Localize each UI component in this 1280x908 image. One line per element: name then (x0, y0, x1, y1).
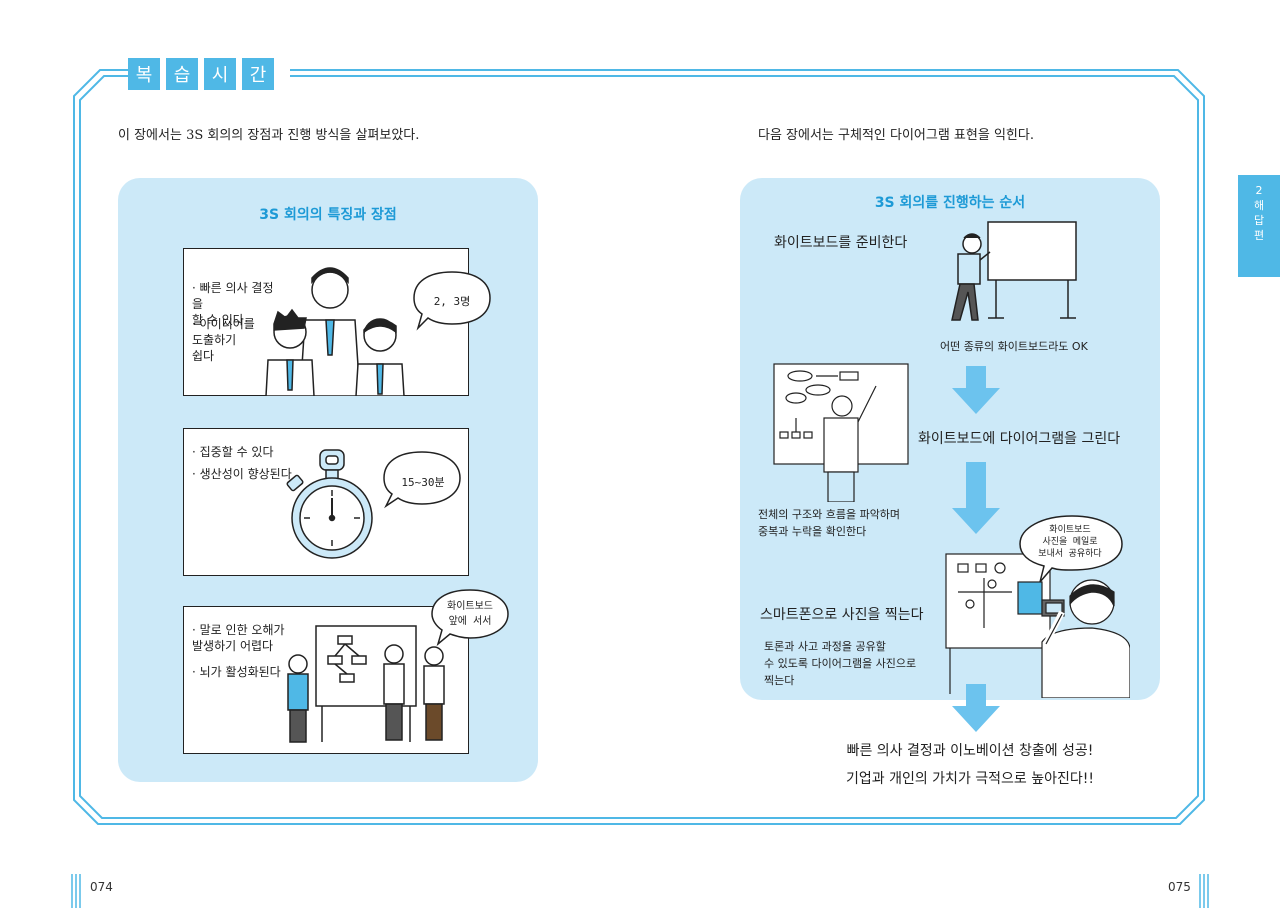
person-drawing-diagram-illustration (773, 363, 909, 502)
bullet-text: · 말로 인한 오해가 발생하기 어렵다 (192, 623, 285, 653)
banner-char: 시 (204, 58, 236, 90)
right-intro: 다음 장에서는 구체적인 다이어그램 표현을 익힌다. (758, 128, 1034, 143)
chapter-side-tab: 2 해 답 편 (1238, 175, 1280, 277)
bullet-item: · 빠른 의사 결정을 할 수 있다 (192, 264, 284, 328)
process-panel-title: 3S 회의를 진행하는 순서 (874, 195, 1026, 211)
step1-title: 화이트보드를 준비한다 (774, 235, 908, 251)
step1-note: 어떤 종류의 화이트보드라도 OK (940, 340, 1088, 353)
side-tab-char: 해 (1253, 199, 1265, 212)
down-arrow-icon (952, 366, 1000, 414)
bullet-text: · 뇌가 활성화된다 (192, 665, 281, 679)
right-page-number: 075 (1168, 880, 1191, 894)
step3-title: 스마트폰으로 사진을 찍는다 (760, 607, 924, 623)
side-tab-char: 답 (1253, 214, 1265, 227)
three-people-illustration (265, 267, 405, 396)
bubble-text-share: 화이트보드 사진을 메일로 보내서 공유하다 (1038, 525, 1102, 559)
banner-char: 복 (128, 58, 160, 90)
banner-char: 습 (166, 58, 198, 90)
speech-bubble (383, 451, 461, 509)
step2-note: 전체의 구조와 흐름을 파악하며 중복과 누락을 확인한다 (758, 508, 901, 538)
down-arrow-icon (952, 684, 1000, 732)
bubble-text-duration: 15~30분 (401, 476, 445, 489)
speech-bubble (413, 271, 491, 331)
bullet-text: · 빠른 의사 결정을 할 수 있다 (192, 281, 274, 327)
step3-note: 토론과 사고 과정을 공유할 수 있도록 다이어그램을 사진으로 찍는다 (764, 640, 917, 687)
speech-bubble (1019, 515, 1123, 583)
left-page-number: 074 (90, 880, 113, 894)
down-arrow-icon (952, 462, 1000, 534)
bubble-text-people: 2, 3명 (433, 295, 471, 308)
features-panel-title: 3S 회의의 특징과 장점 (259, 207, 397, 223)
person-taking-photo-illustration (945, 553, 1130, 698)
whiteboard-team-illustration (287, 625, 445, 743)
bullet-text: · 아이디어를 도출하기 쉽다 (192, 317, 255, 363)
side-tab-char: 편 (1253, 229, 1265, 242)
bullet-text: · 집중할 수 있다 (192, 445, 274, 459)
review-banner: 복 습 시 간 (128, 58, 278, 94)
banner-char: 간 (242, 58, 274, 90)
outcome-line-2: 기업과 개인의 가치가 극적으로 높아진다!! (846, 771, 1094, 787)
bubble-text-whiteboard: 화이트보드 앞에 서서 (447, 601, 493, 627)
stopwatch-icon (286, 449, 373, 559)
speech-bubble (431, 589, 509, 646)
step2-title: 화이트보드에 다이어그램을 그린다 (918, 431, 1121, 447)
left-intro: 이 장에서는 3S 회의의 장점과 진행 방식을 살펴보았다. (118, 128, 420, 143)
chapter-number: 2 (1255, 184, 1263, 197)
outcome-line-1: 빠른 의사 결정과 이노베이션 창출에 성공! (846, 743, 1094, 759)
bullet-text: · 생산성이 향상된다 (192, 467, 292, 481)
bullet-item: · 아이디어를 도출하기 쉽다 (192, 300, 272, 364)
person-whiteboard-illustration (951, 221, 1077, 321)
